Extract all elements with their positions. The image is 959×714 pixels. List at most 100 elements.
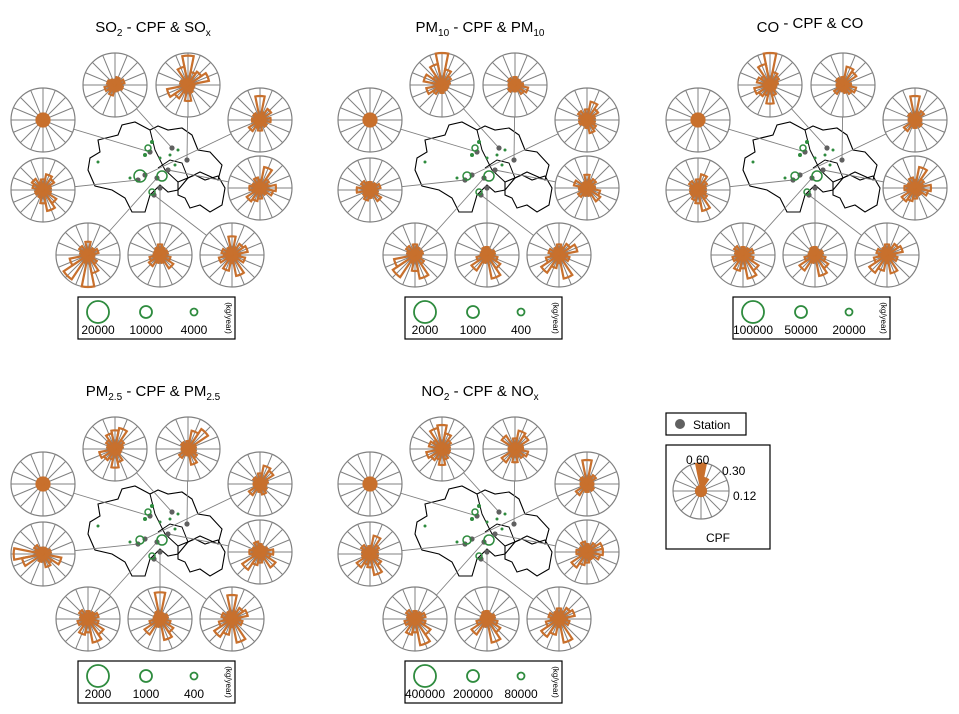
rose-sector: [220, 247, 233, 257]
station-marker: [496, 509, 502, 515]
rose-sector: [903, 184, 916, 192]
rose-sector: [905, 182, 916, 190]
rose-sector: [544, 253, 560, 264]
rose-sector: [366, 553, 374, 569]
cpf-rose: [337, 157, 403, 223]
cpf-rose: [526, 222, 592, 288]
cpf-rose: [10, 157, 76, 223]
rose-sector: [578, 475, 588, 485]
rose-sector: [252, 176, 262, 189]
rose-sector: [250, 182, 261, 190]
rose-sector: [690, 189, 700, 202]
rose-sector: [514, 434, 530, 450]
rose-sector: [732, 254, 745, 272]
rose-sector: [355, 186, 371, 194]
rose-sector: [158, 245, 166, 256]
rose-sector: [440, 68, 453, 86]
legend-value: 20000: [81, 323, 115, 337]
district-boundary: [742, 121, 878, 213]
emission-source: [128, 540, 132, 544]
emission-source: [128, 176, 132, 180]
emission-source: [143, 153, 147, 157]
rose-sector: [696, 189, 712, 213]
station-key-box: [665, 412, 747, 436]
cpf-rose: [882, 155, 948, 221]
rose-sector: [914, 186, 930, 197]
station-key-label: Station: [693, 418, 730, 432]
district-boundary: [177, 538, 226, 577]
rose-sector: [584, 483, 590, 494]
emission-source: [799, 144, 807, 152]
rose-sector: [694, 189, 702, 205]
emission-source: [168, 517, 172, 521]
title-title-sub: 10: [438, 28, 450, 39]
title-title-sub: 2.5: [108, 392, 122, 403]
rose-sector: [841, 84, 849, 95]
emission-source: [144, 508, 152, 516]
rose-sector: [104, 432, 117, 450]
rose-sector: [841, 65, 855, 86]
emission-source: [158, 156, 162, 160]
title-title-sub2: 10: [533, 28, 545, 39]
cpf-rose: [737, 51, 803, 118]
station-marker: [511, 157, 517, 163]
rose-sector: [813, 254, 829, 278]
rose-sector: [259, 551, 278, 570]
emission-source: [133, 169, 147, 183]
rose-sector: [62, 254, 89, 281]
rose-sector: [485, 618, 502, 644]
rose-sector: [422, 73, 443, 87]
rose-sector: [410, 254, 420, 273]
cpf-rose: [55, 222, 121, 289]
emission-source: [477, 504, 481, 508]
panel-title: SO2 - CPF & SOx: [95, 19, 211, 39]
legend-value: 20000: [832, 323, 866, 337]
rose-sector: [231, 608, 249, 621]
rose-sector: [156, 243, 164, 256]
rose-sector: [37, 180, 45, 191]
emission-source: [503, 148, 507, 152]
title-title-mid: - CPF & CO: [779, 15, 863, 32]
legend-value: 1000: [133, 687, 160, 701]
rose-sector: [361, 189, 371, 199]
rose-sector: [414, 611, 427, 621]
rose-sector: [250, 117, 261, 123]
cpf-rose: [454, 586, 520, 652]
cpf-rose: [409, 416, 475, 482]
rose-sector: [902, 119, 916, 133]
rose-sector: [797, 254, 816, 273]
cpf-rose: [554, 519, 620, 585]
rose-sector: [212, 618, 233, 639]
cpf-rose: [554, 155, 620, 221]
rose-sector: [411, 243, 419, 256]
rose-sector: [583, 173, 591, 189]
legend-value: 10000: [129, 323, 163, 337]
emission-source: [831, 148, 835, 152]
rose-sector: [475, 617, 488, 627]
title-title-sub2: x: [206, 28, 211, 39]
rose-sector: [77, 608, 89, 620]
title-title-main: SO: [95, 19, 117, 36]
cpf-rose: [10, 521, 76, 587]
rose-sector: [486, 249, 497, 257]
emission-source: [156, 170, 168, 182]
district-boundary: [177, 174, 226, 213]
rose-sector: [42, 552, 63, 566]
cpf-key-value: 0.30: [722, 464, 746, 478]
rose-sector: [369, 543, 381, 555]
district-boundary: [157, 159, 189, 179]
rose-sector: [428, 62, 444, 86]
rose-sector: [220, 611, 233, 621]
emission-source: [470, 517, 474, 521]
rose-sector: [842, 84, 854, 96]
emission-source: [135, 535, 145, 545]
station-marker: [165, 531, 171, 537]
rose-sector: [907, 176, 917, 189]
rose-sector: [881, 245, 889, 256]
cpf-rose: [10, 87, 76, 153]
station-marker: [484, 185, 490, 191]
rose-sector: [362, 189, 372, 202]
